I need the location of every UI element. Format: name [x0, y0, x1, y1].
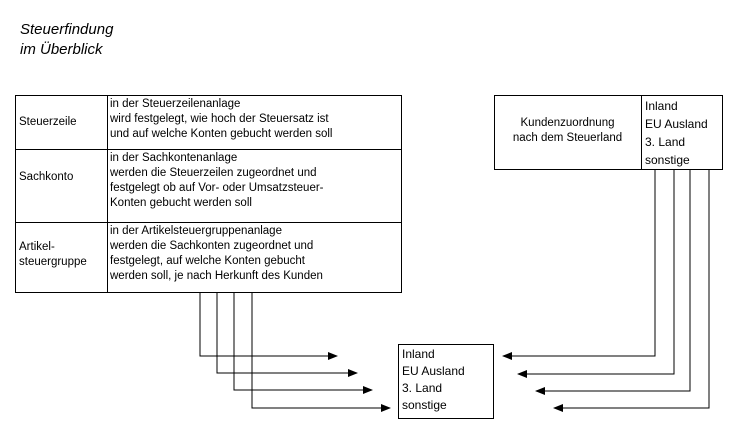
- title-line-2: im Überblick: [20, 41, 103, 58]
- customer-assignment-box: [494, 95, 723, 170]
- target-country-box: [398, 344, 494, 419]
- arrow-right-3-land: [535, 170, 691, 395]
- arrow-right-eu-ausland: [517, 170, 675, 378]
- row-label-sachkonto: Sachkonto: [19, 171, 74, 183]
- target-country-options: Inland EU Ausland 3. Land sonstige: [402, 347, 465, 412]
- row-label-steuerzeile: Steuerzeile: [19, 116, 77, 128]
- arrow-left-sonstige: [251, 293, 391, 412]
- table-row-divider: [15, 149, 402, 150]
- customer-country-options: Inland EU Ausland 3. Land sonstige: [645, 99, 708, 167]
- customer-assignment-label: Kundenzuordnung nach dem Steuerland: [512, 117, 623, 144]
- row-desc-steuerzeile: in der Steuerzeilenanlage wird festgeleg…: [110, 98, 333, 140]
- arrow-left-3-land: [233, 293, 373, 394]
- arrow-right-inland: [502, 170, 656, 360]
- row-desc-sachkonto: in der Sachkontenanlage werden die Steue…: [110, 152, 324, 209]
- title-line-1: Steuerfindung: [20, 21, 114, 38]
- arrow-right-sonstige: [553, 170, 710, 412]
- customer-box-divider: [641, 95, 642, 170]
- row-desc-artikelsteuergruppe: in der Artikelsteuergruppenanlage werden…: [110, 225, 323, 282]
- arrow-left-eu-ausland: [216, 293, 358, 377]
- table-column-divider: [107, 95, 108, 293]
- diagram-title: Steuerfindung im Überblick: [20, 20, 113, 60]
- arrow-left-inland: [199, 293, 338, 360]
- tax-definition-table: [15, 95, 402, 293]
- table-row-divider: [15, 222, 402, 223]
- row-label-artikelsteuergruppe: Artikel- steuergruppe: [19, 241, 87, 268]
